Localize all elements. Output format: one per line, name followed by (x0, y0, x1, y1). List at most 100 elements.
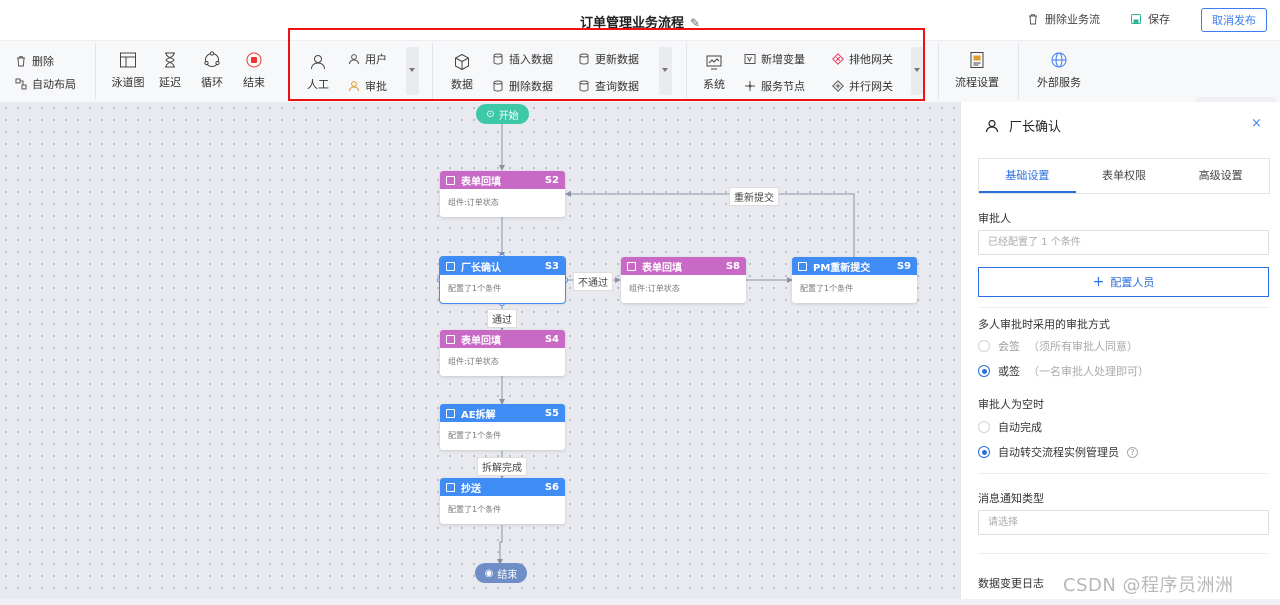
end-node[interactable]: ◉结束 (475, 563, 527, 583)
data-more-dropdown[interactable] (659, 47, 672, 95)
query-data-tool[interactable]: 查询数据 (578, 78, 639, 94)
node-id: S2 (544, 174, 559, 186)
flow-title: 订单管理业务流程✎ (0, 12, 1280, 31)
delete-tool-label: 删除 (32, 55, 54, 68)
manual-more-dropdown[interactable] (406, 47, 419, 95)
toolbar-divider (1018, 43, 1019, 99)
approve-tool[interactable]: 审批 (348, 78, 387, 94)
countersign-label: 会签 (998, 340, 1020, 353)
panel-header: 厂长确认 (985, 116, 1061, 135)
toolbar-divider (432, 43, 433, 99)
tab-basic-settings[interactable]: 基础设置 (979, 159, 1076, 193)
countersign-hint: （须所有审批人同意） (1028, 340, 1138, 353)
add-variable-tool[interactable]: 新增变量 (744, 51, 805, 67)
delete-tool[interactable]: 删除 (15, 53, 54, 69)
system-more-dropdown[interactable] (911, 47, 924, 95)
end-tool[interactable]: 结束 (234, 51, 274, 90)
auto-layout-label: 自动布局 (32, 78, 76, 91)
config-staff-button[interactable]: +配置人员 (978, 267, 1269, 297)
delete-data-label: 删除数据 (509, 80, 553, 93)
user-icon (446, 408, 455, 418)
flow-settings-tool[interactable]: 流程设置 (952, 51, 1002, 90)
loop-label: 循环 (201, 76, 223, 89)
notify-type-select[interactable]: 请选择 (978, 510, 1269, 535)
update-data-tool[interactable]: 更新数据 (578, 51, 639, 67)
approver-input[interactable]: 已经配置了 1 个条件 (978, 230, 1269, 255)
loop-icon (204, 51, 220, 67)
save-label: 保存 (1148, 13, 1170, 26)
auto-layout-tool[interactable]: 自动布局 (15, 76, 76, 92)
countersign-radio[interactable]: 会签 （须所有审批人同意） (978, 338, 1138, 354)
delay-label: 延迟 (159, 76, 181, 89)
layout-icon (15, 78, 27, 90)
service-node-tool[interactable]: 服务节点 (744, 78, 805, 94)
user-label: 用户 (365, 53, 387, 66)
edit-title-icon[interactable]: ✎ (689, 16, 701, 30)
multi-approve-label: 多人审批时采用的审批方式 (978, 318, 1110, 331)
node-desc: 配置了1个条件 (448, 505, 502, 514)
gateway-parallel-icon (832, 80, 844, 92)
divider (978, 307, 1269, 308)
loop-tool[interactable]: 循环 (192, 51, 232, 90)
manual-tool[interactable]: 人工 (298, 53, 338, 92)
start-node[interactable]: ⊙开始 (476, 104, 529, 124)
auto-transfer-radio[interactable]: 自动转交流程实例管理员 ? (978, 444, 1138, 460)
delete-flow-button[interactable]: 删除业务流 (1027, 11, 1100, 27)
cancel-publish-button[interactable]: 取消发布 (1201, 8, 1267, 32)
end-label: 结束 (243, 76, 265, 89)
node-title: AE拆解 (461, 409, 496, 421)
node-id: S6 (544, 481, 559, 493)
swimlane-tool[interactable]: 泳道图 (108, 51, 148, 90)
delete-data-tool[interactable]: 删除数据 (492, 78, 553, 94)
insert-data-tool[interactable]: 插入数据 (492, 51, 553, 67)
data-tool[interactable]: 数据 (442, 53, 482, 92)
person-icon (311, 55, 325, 70)
or-sign-hint: （一名审批人处理即可） (1028, 365, 1149, 378)
save-button[interactable]: 保存 (1130, 11, 1170, 27)
tab-advanced-settings[interactable]: 高级设置 (1198, 169, 1243, 182)
panel-tabs: 基础设置 表单权限 高级设置 (978, 158, 1270, 194)
help-icon[interactable]: ? (1127, 446, 1138, 458)
copy-icon (446, 482, 455, 492)
auto-complete-radio[interactable]: 自动完成 (978, 419, 1042, 435)
node-id: S8 (725, 260, 740, 272)
delay-tool[interactable]: 延迟 (150, 51, 190, 90)
gateway-exclusive-icon (832, 53, 844, 65)
settings-doc-icon (970, 52, 984, 68)
flow-node-s2[interactable]: 表单回填 S2 组件:订单状态 (440, 171, 565, 217)
change-log-label: 数据变更日志 (978, 577, 1044, 590)
bottom-bar (0, 599, 1280, 605)
or-sign-radio[interactable]: 或签 （一名审批人处理即可） (978, 363, 1149, 379)
form-icon (627, 261, 636, 271)
node-title: 表单回填 (461, 176, 501, 188)
parallel-gateway-tool[interactable]: 并行网关 (832, 78, 893, 94)
radio-circle (978, 421, 990, 433)
tab-form-permissions[interactable]: 表单权限 (1102, 169, 1146, 182)
node-desc: 组件:订单状态 (448, 198, 499, 207)
toolbar-divider (938, 43, 939, 99)
system-tool[interactable]: 系统 (694, 53, 734, 92)
query-data-label: 查询数据 (595, 80, 639, 93)
user-tool[interactable]: 用户 (348, 51, 387, 67)
exclusive-gateway-tool[interactable]: 排他网关 (832, 51, 893, 67)
empty-approver-label: 审批人为空时 (978, 398, 1044, 411)
external-service-tool[interactable]: 外部服务 (1034, 51, 1084, 90)
variable-icon (744, 54, 756, 64)
edge-s9-s2 (565, 191, 855, 258)
stop-circle-icon: ◉ (484, 567, 494, 579)
or-sign-label: 或签 (998, 365, 1020, 378)
close-icon[interactable]: × (1251, 116, 1262, 131)
auto-transfer-label: 自动转交流程实例管理员 (998, 446, 1119, 459)
toolbar-divider (95, 43, 96, 99)
stop-icon (246, 52, 262, 68)
swimlane-label: 泳道图 (111, 76, 145, 89)
properties-panel: 厂长确认 × 基础设置 表单权限 高级设置 审批人 已经配置了 1 个条件 +配… (960, 102, 1280, 599)
hourglass-icon (165, 52, 175, 68)
